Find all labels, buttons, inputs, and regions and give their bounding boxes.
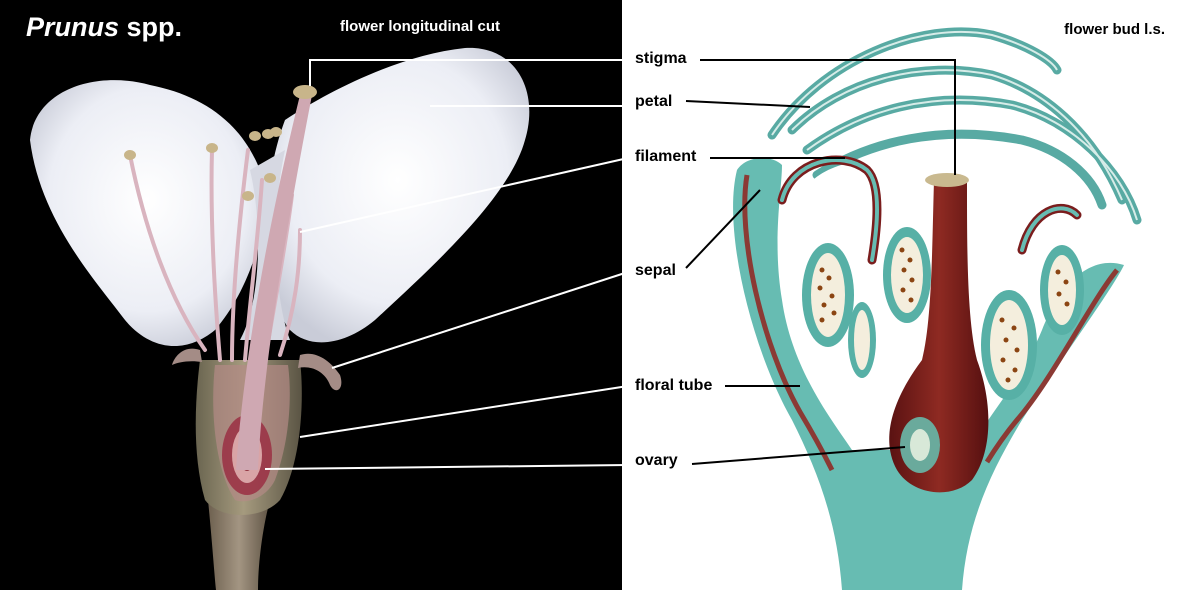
genus-suffix: spp.	[126, 12, 183, 42]
bud-section-panel: flower bud l.s.	[622, 0, 1181, 590]
label-petal: petal	[635, 93, 673, 110]
leaders-left	[264, 59, 629, 470]
leader-stigma-left	[309, 59, 628, 86]
sepal-shape	[298, 353, 342, 391]
flower-photo-illustration	[30, 47, 530, 590]
left-petal-shape	[30, 80, 265, 347]
anther-sacs	[802, 227, 1084, 400]
style-shape	[236, 95, 312, 470]
leader-filament-left	[299, 157, 629, 233]
leader-ovary-left	[264, 464, 629, 470]
genus-name: Prunus	[26, 12, 120, 42]
flower-photo-panel: Prunus spp. flower longitudinal cut	[0, 0, 622, 590]
right-petal-shape	[266, 47, 530, 343]
floral-tube-section	[733, 158, 1124, 590]
leader-stigma-right	[700, 59, 956, 175]
leader-ovary-right	[691, 446, 906, 465]
leaders-right	[685, 59, 956, 465]
label-sepal: sepal	[635, 262, 676, 279]
pollen-grains	[817, 247, 1070, 383]
pistil-section	[889, 180, 989, 493]
label-ovary: ovary	[635, 452, 678, 469]
right-panel-caption: flower bud l.s.	[1064, 21, 1165, 38]
label-filament: filament	[635, 148, 697, 165]
leader-petal-right	[685, 100, 811, 108]
pedicel-shape	[208, 500, 270, 590]
leader-sepal-left	[331, 271, 629, 369]
leader-sepal-right	[685, 189, 761, 269]
label-stigma: stigma	[635, 50, 687, 67]
figure-title: Prunus spp.	[26, 12, 182, 43]
bud-section-illustration	[733, 27, 1142, 590]
left-panel-caption: flower longitudinal cut	[340, 18, 500, 35]
label-floral-tube: floral tube	[635, 377, 713, 394]
stigma-shape	[293, 85, 317, 99]
leader-floral-tube-left	[299, 385, 629, 438]
